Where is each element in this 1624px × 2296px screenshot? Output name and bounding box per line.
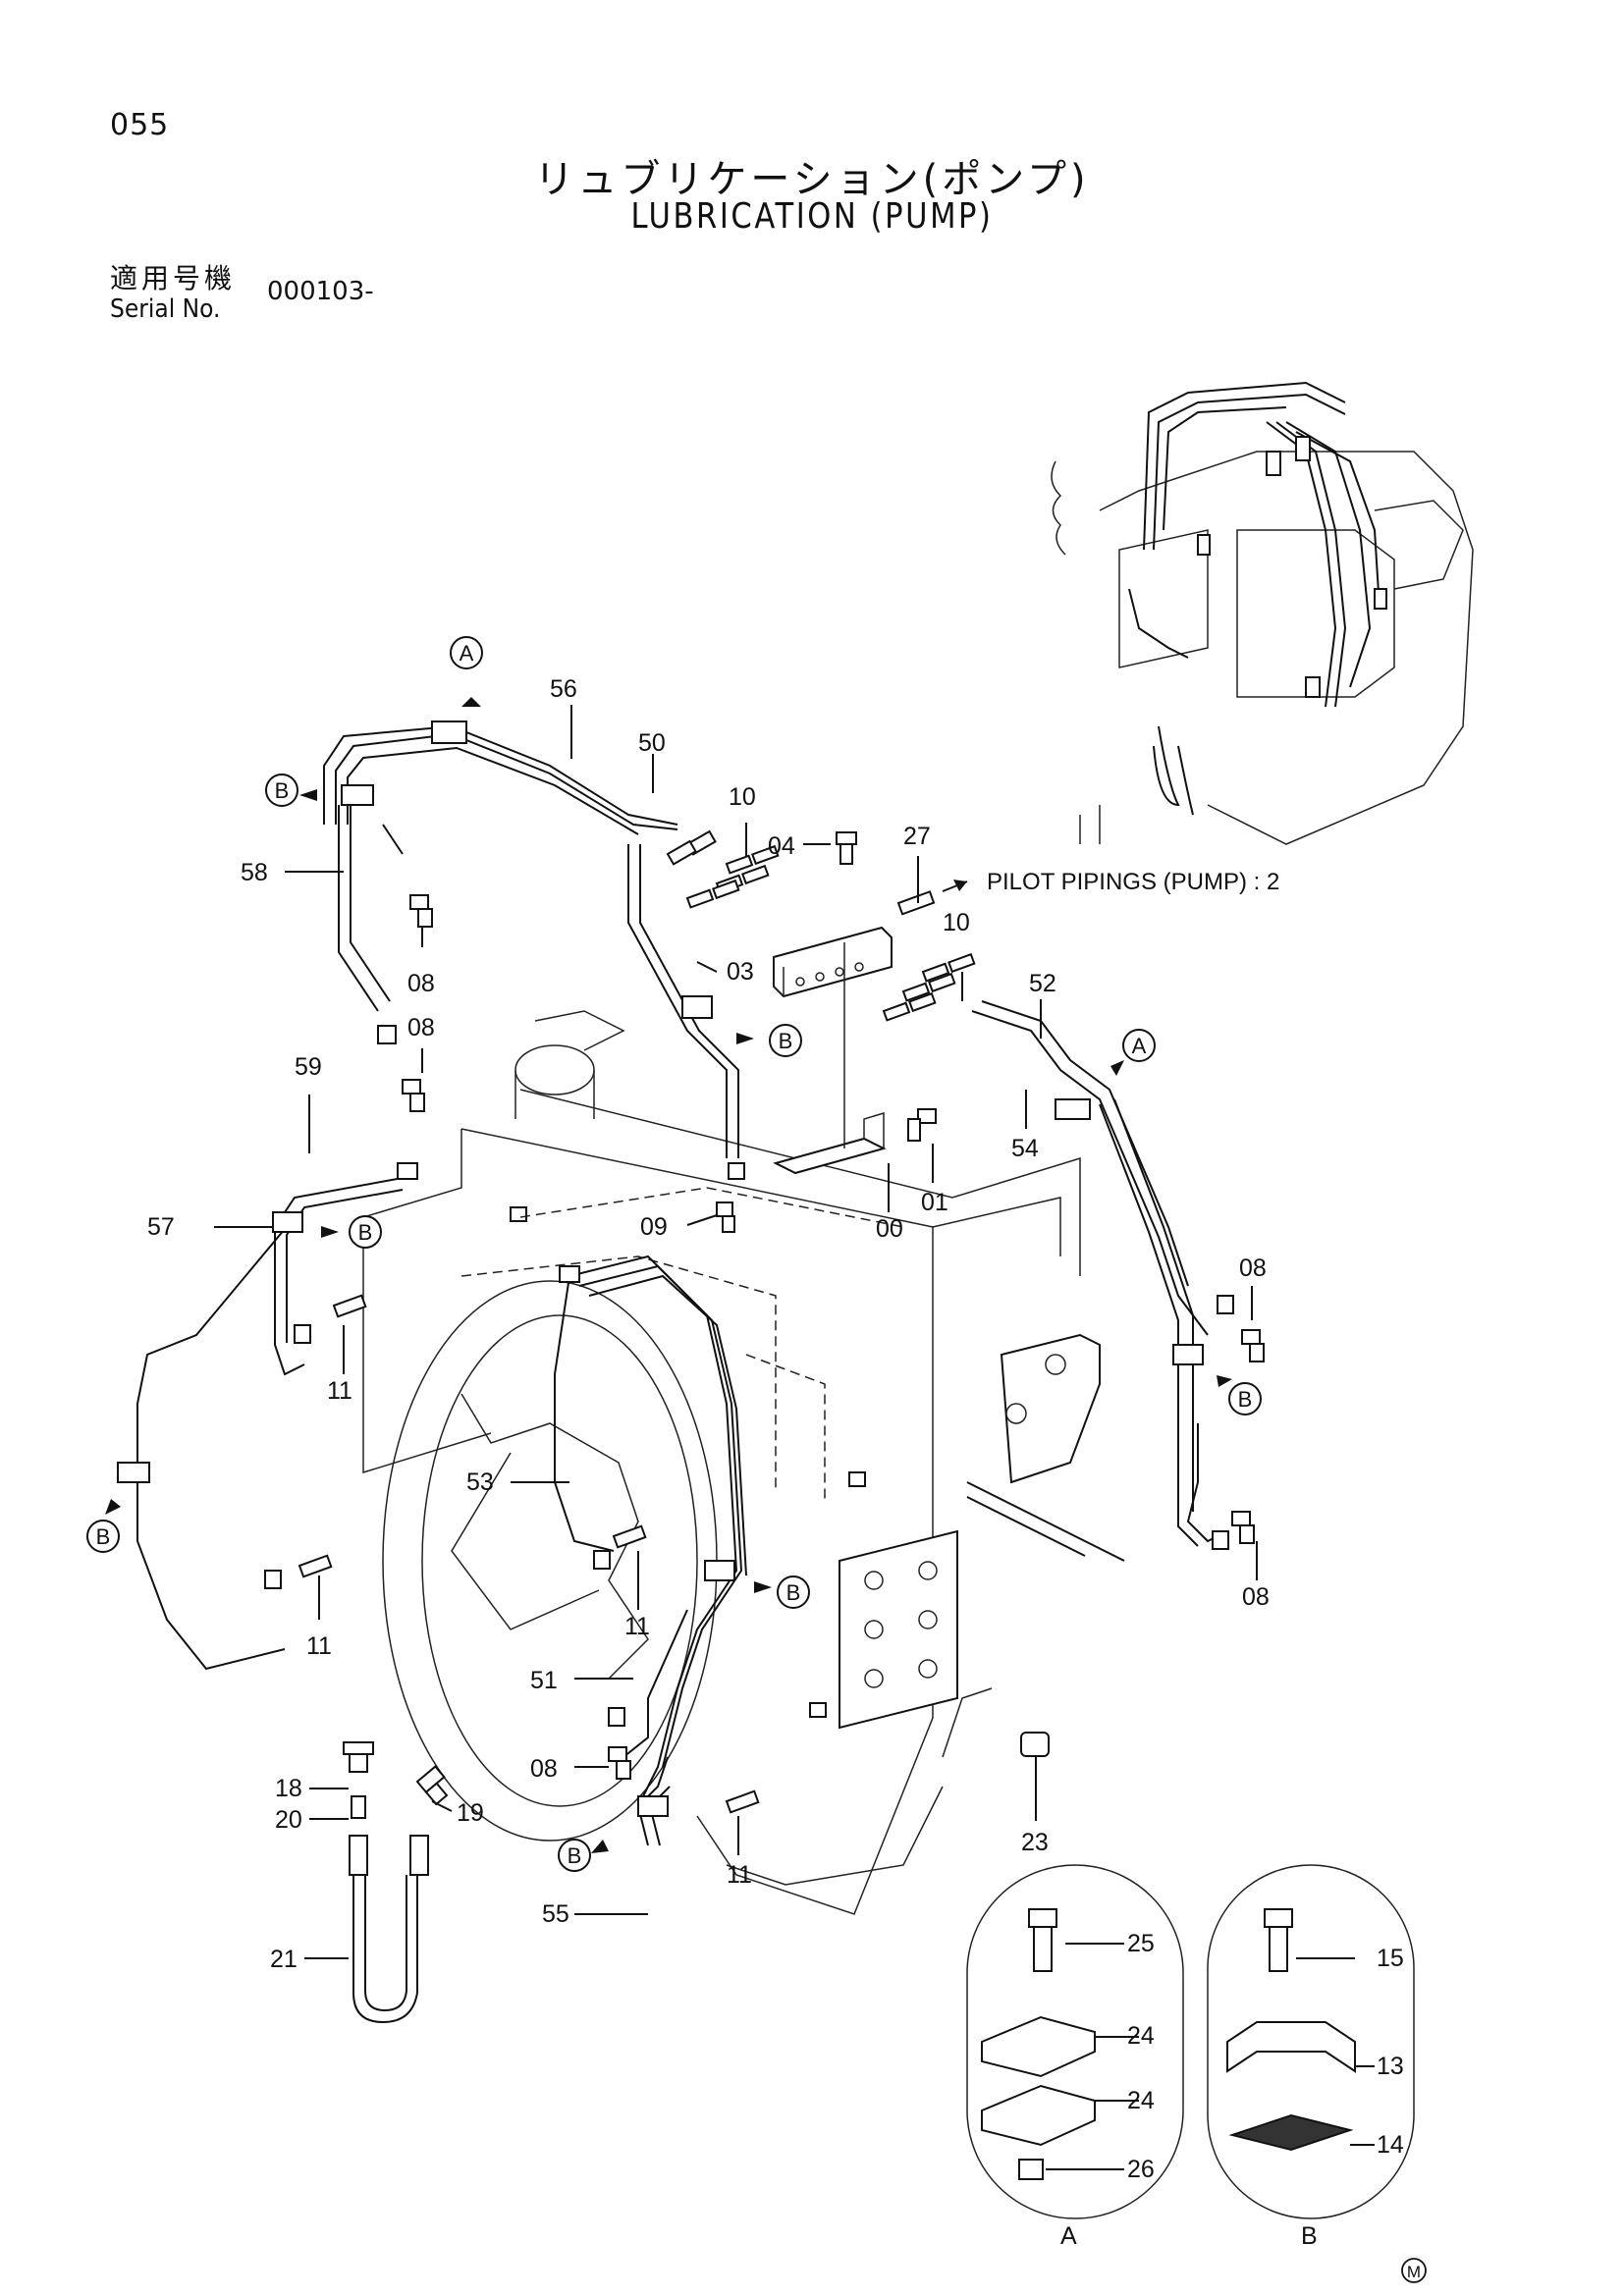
- part-label-27: 27: [903, 823, 931, 850]
- part-label-55: 55: [542, 1900, 569, 1928]
- part-label-13: 13: [1377, 2053, 1404, 2080]
- part-label-25: 25: [1127, 1930, 1155, 1957]
- part-label-11: 11: [327, 1377, 352, 1405]
- part-label-23: 23: [1021, 1829, 1049, 1856]
- part-label-53: 53: [466, 1468, 494, 1496]
- part-label-51: 51: [530, 1667, 558, 1694]
- part-label-08: 08: [407, 1014, 435, 1041]
- callout-b-center: B: [769, 1024, 802, 1057]
- part-label-20: 20: [275, 1806, 302, 1834]
- page-title: LUBRICATION (PUMP): [630, 196, 994, 237]
- serial-label: Serial No.: [110, 294, 221, 324]
- detail-label-a: A: [1060, 2222, 1077, 2250]
- inset-overview-drawing: [1051, 381, 1474, 845]
- callouts: A B B A B B B B B: [86, 636, 1262, 1872]
- svg-text:A: A: [460, 641, 474, 666]
- pump-housing-drawing: [362, 1010, 1101, 1915]
- pilot-pipings-note: PILOT PIPINGS (PUMP) : 2: [987, 869, 1279, 895]
- part-label-10: 10: [943, 909, 970, 936]
- part-label-11: 11: [624, 1613, 650, 1640]
- svg-text:B: B: [358, 1220, 373, 1245]
- part-label-24: 24: [1127, 2087, 1155, 2114]
- part-label-59: 59: [295, 1053, 322, 1081]
- page-title-japanese: リュブリケーション(ポンプ): [534, 157, 1090, 202]
- svg-text:B: B: [96, 1524, 111, 1549]
- leader-lines: [105, 697, 1375, 2170]
- svg-text:B: B: [1238, 1387, 1253, 1412]
- callout-b-right: B: [1228, 1382, 1262, 1415]
- part-label-58: 58: [241, 859, 268, 886]
- svg-text:B: B: [275, 778, 290, 803]
- part-label-19: 19: [457, 1799, 484, 1827]
- svg-text:B: B: [779, 1029, 793, 1053]
- callout-b-far-left: B: [86, 1520, 120, 1553]
- part-label-18: 18: [275, 1775, 302, 1802]
- svg-text:B: B: [786, 1580, 801, 1605]
- part-label-04: 04: [768, 832, 795, 860]
- callout-b-bottom: B: [558, 1839, 591, 1872]
- part-label-56: 56: [550, 675, 577, 703]
- part-label-24: 24: [1127, 2022, 1155, 2050]
- part-label-08: 08: [407, 970, 435, 997]
- m-mark: M: [1401, 2258, 1427, 2283]
- part-label-14: 14: [1377, 2131, 1404, 2159]
- hose-assembly: [343, 1741, 449, 2024]
- pipe-clamps: [117, 721, 1204, 1817]
- svg-text:B: B: [568, 1843, 582, 1868]
- part-label-09: 09: [640, 1213, 668, 1241]
- part-label-03: 03: [727, 958, 754, 986]
- callout-a-top: A: [450, 636, 483, 669]
- part-label-50: 50: [638, 729, 666, 757]
- part-label-00: 00: [876, 1215, 903, 1243]
- callout-a-right: A: [1122, 1029, 1156, 1062]
- svg-text:A: A: [1132, 1034, 1147, 1058]
- callout-b-left-mid: B: [349, 1215, 382, 1249]
- lube-manifold-block: [773, 926, 893, 1175]
- part-label-54: 54: [1011, 1135, 1039, 1162]
- serial-value: 000103-: [267, 277, 374, 306]
- part-label-11: 11: [727, 1861, 752, 1889]
- part-label-11: 11: [306, 1632, 332, 1660]
- fittings: [264, 829, 1265, 1814]
- part-label-15: 15: [1377, 1945, 1404, 1972]
- part-label-21: 21: [270, 1946, 298, 1973]
- part-label-26: 26: [1127, 2156, 1155, 2183]
- callout-b-lower-center: B: [777, 1575, 810, 1609]
- part-label-08: 08: [530, 1755, 558, 1783]
- part-label-08: 08: [1242, 1583, 1270, 1611]
- detail-label-b: B: [1301, 2222, 1318, 2250]
- part-labels: 56 50 10 04 27 PILOT PIPINGS (PUMP) : 2 …: [147, 675, 1404, 2250]
- callout-b-left-top: B: [265, 774, 298, 807]
- part-label-08: 08: [1239, 1255, 1267, 1282]
- part-label-52: 52: [1029, 970, 1056, 997]
- part-label-57: 57: [147, 1213, 175, 1241]
- svg-text:M: M: [1407, 2263, 1421, 2281]
- detail-view-b: [1207, 1864, 1415, 2219]
- part-label-01: 01: [921, 1189, 948, 1216]
- page-code: 055: [110, 108, 170, 142]
- serial-label-japanese: 適用号機: [110, 262, 237, 294]
- part-label-10: 10: [729, 783, 756, 811]
- detail-view-a: [966, 1864, 1184, 2219]
